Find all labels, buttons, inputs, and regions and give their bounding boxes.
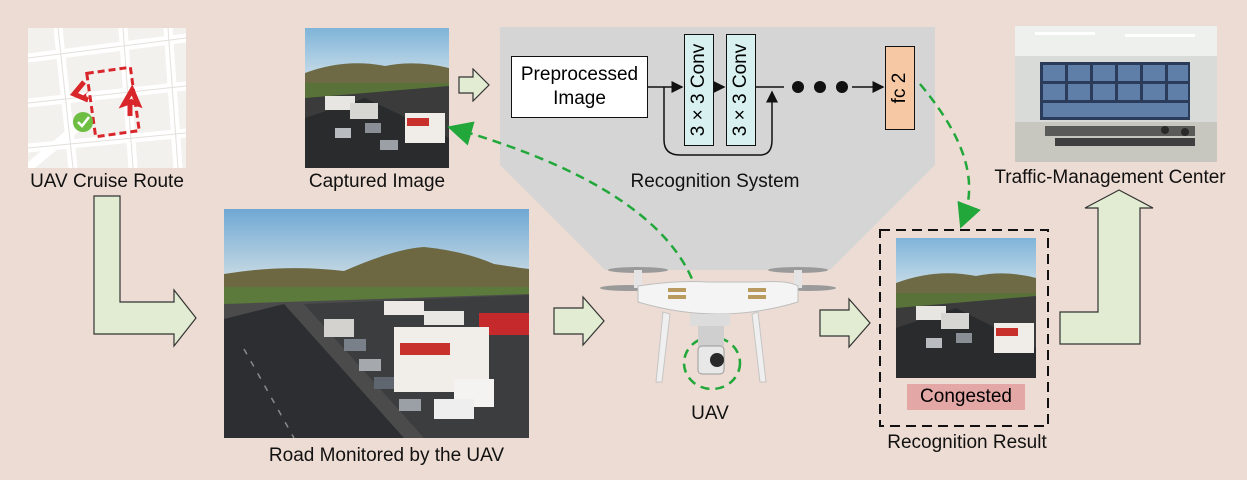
dashed-arrow-uav-to-captured [447, 121, 704, 353]
arrow-uav-to-result [819, 297, 871, 349]
arrow-route-to-road [93, 195, 197, 348]
recognition-result-photo [896, 238, 1036, 378]
preprocessed-image-box: Preprocessed Image [511, 56, 648, 118]
cruise-route-map [28, 28, 186, 168]
ellipsis-dot-1 [792, 81, 804, 93]
recognition-system-label: Recognition System [630, 171, 800, 192]
traffic-center-label: Traffic-Management Center [994, 167, 1226, 188]
congested-badge: Congested [907, 384, 1025, 410]
cruise-route-label: UAV Cruise Route [30, 171, 184, 192]
captured-image-photo [305, 28, 449, 168]
arrow-result-to-center [1059, 189, 1154, 345]
uav-label: UAV [691, 403, 729, 424]
dashed-arrow-fc-to-result [919, 83, 981, 229]
road-monitored-photo [224, 209, 529, 438]
recognition-result-frame [879, 229, 1049, 427]
preprocessed-line1: Preprocessed [520, 64, 639, 85]
preprocessed-line2: Image [553, 88, 606, 109]
road-monitored-label: Road Monitored by the UAV [268, 445, 505, 466]
conv-layer-1: 3 × 3 Conv [684, 34, 714, 146]
arrow-captured-to-preprocessed [458, 68, 490, 102]
arrow-road-to-uav [553, 295, 605, 347]
conv-layer-2: 3 × 3 Conv [726, 34, 756, 146]
recognition-result-label: Recognition Result [887, 432, 1047, 453]
uav-drone-illustration [600, 267, 836, 383]
captured-image-label: Captured Image [308, 171, 446, 192]
traffic-center-photo [1015, 26, 1217, 162]
ellipsis-dot-3 [836, 81, 848, 93]
fc-layer: fc 2 [885, 46, 915, 130]
ellipsis-dot-2 [814, 81, 826, 93]
